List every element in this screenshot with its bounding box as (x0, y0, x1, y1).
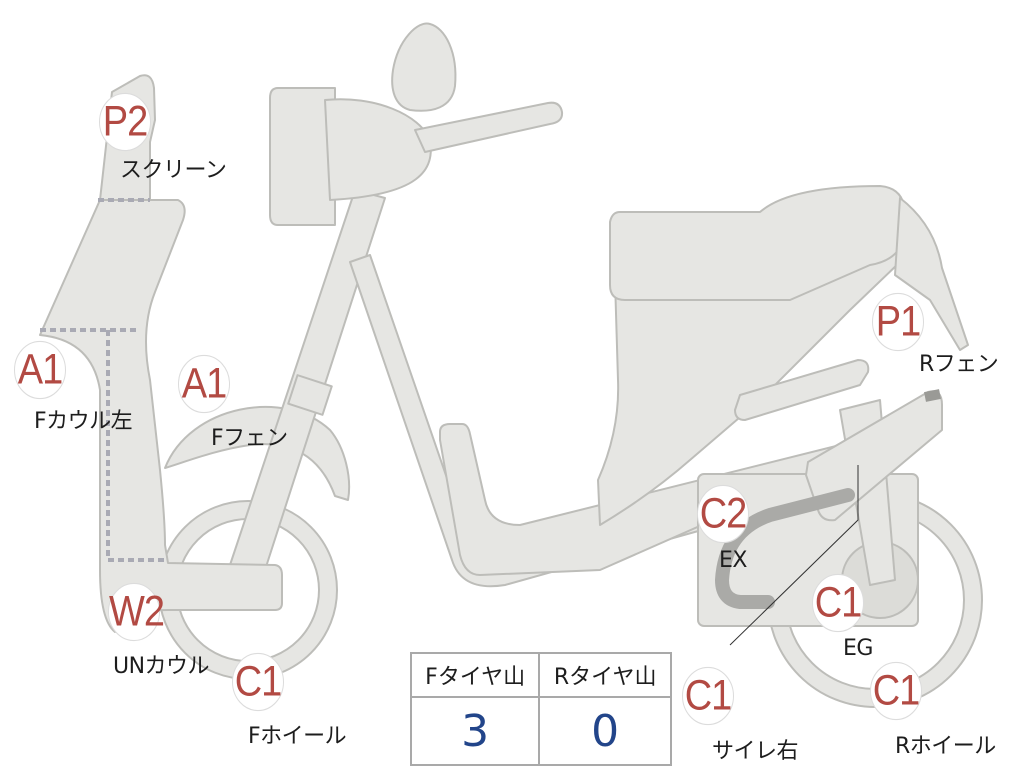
silencer-leader (729, 465, 859, 646)
marker-code-c1-silencer: C1 (682, 666, 734, 726)
marker-label-rfender: Rフェン (919, 352, 999, 377)
marker-label-rwheel: Rホイール (895, 734, 996, 759)
headlight (269, 87, 336, 226)
tire-tread-table: Fタイヤ山 Rタイヤ山 3 0 (409, 652, 672, 766)
marker-code-c1-fwheel: C1 (232, 652, 284, 712)
marker-label-fwheel: Fホイール (248, 724, 347, 749)
marker-label-screen: スクリーン (120, 158, 227, 183)
handle-cover (324, 98, 432, 201)
rear-fender (894, 197, 969, 351)
side-panel (734, 359, 870, 421)
exhaust-pipe (714, 488, 855, 609)
marker-label-ffender: Fフェン (211, 426, 288, 451)
handlebar (414, 101, 564, 153)
rear-tire-header: Rタイヤ山 (538, 652, 672, 698)
floor-step (439, 423, 873, 576)
marker-code-c2: C2 (697, 484, 749, 544)
mirror (391, 22, 457, 112)
marker-code-a1-fender: A1 (178, 354, 230, 414)
marker-label-fcowl-left: Fカウル左 (34, 409, 133, 434)
marker-label-silencer-right: サイレ右 (712, 739, 799, 764)
front-tire-header: Fタイヤ山 (409, 652, 541, 698)
front-cowl (39, 199, 283, 633)
marker-label-under-cowl: UNカウル (113, 654, 210, 679)
front-tire-value: 3 (409, 696, 541, 766)
marker-label-exhaust: EX (719, 548, 747, 573)
rear-tire-value: 0 (538, 696, 672, 766)
marker-code-p2: P2 (99, 92, 151, 152)
marker-code-w2: W2 (108, 582, 165, 642)
marker-code-a1-cowl: A1 (14, 340, 66, 400)
marker-label-engine: EG (843, 636, 873, 661)
marker-code-c1-rwheel: C1 (870, 661, 922, 721)
marker-code-c1-engine: C1 (812, 573, 864, 633)
marker-code-p1: P1 (872, 292, 924, 352)
